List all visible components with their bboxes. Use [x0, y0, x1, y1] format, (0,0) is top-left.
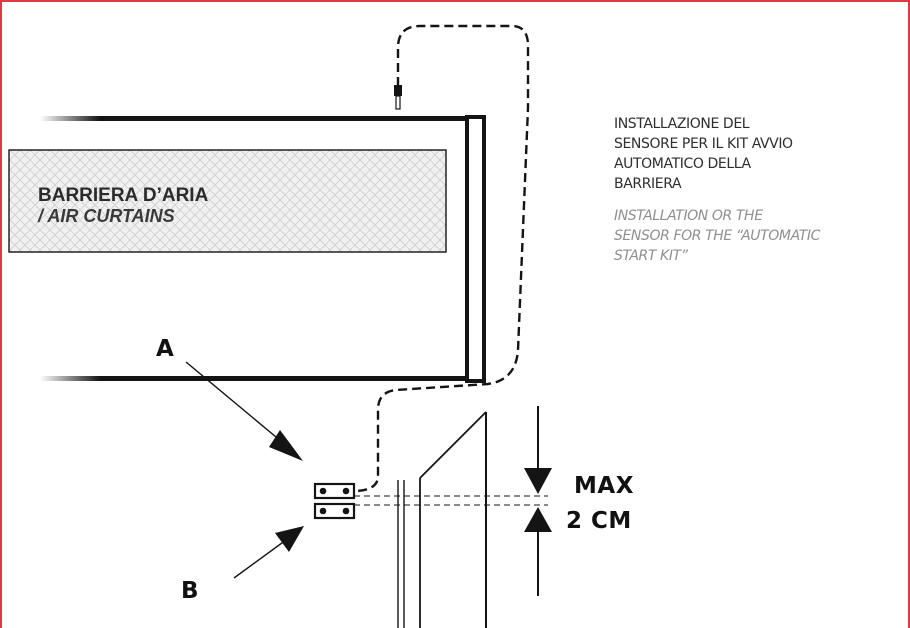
air-curtain-label-it: BARRIERA D’ARIA	[38, 185, 209, 206]
caption-english: INSTALLATION OR THE SENSOR FOR THE “AUTO…	[614, 206, 884, 266]
door-frame	[50, 411, 487, 628]
gap-reference-lines	[354, 495, 548, 506]
sensor-plug	[394, 85, 402, 110]
caption-italian-line: INSTALLAZIONE DEL	[614, 116, 750, 132]
label-part-a: A	[156, 336, 174, 362]
sensor-part-a	[313, 482, 356, 500]
dimension-max-label: MAX	[574, 473, 634, 499]
air-curtain-label-en: / AIR CURTAINS	[38, 206, 175, 226]
leader-arrow-a	[185, 361, 303, 461]
air-curtain-hatch-panel	[8, 149, 447, 253]
label-part-b: B	[181, 578, 199, 604]
caption-italian-line: AUTOMATICO DELLA	[614, 156, 751, 172]
air-curtain-end-cap	[465, 115, 486, 383]
caption-italian-line: SENSORE PER IL KIT AVVIO	[614, 136, 793, 152]
dimension-value-label: 2 CM	[566, 508, 632, 534]
sensor-part-b	[313, 502, 356, 520]
leader-arrow-b	[233, 526, 304, 579]
caption-english-line: INSTALLATION OR THE	[614, 208, 763, 224]
dimension-marker	[524, 406, 552, 596]
caption-italian-line: BARRIERA	[614, 176, 682, 192]
caption-english-line: START KIT”	[614, 248, 688, 264]
air-curtain-top-edge	[40, 116, 468, 121]
caption-english-line: SENSOR FOR THE “AUTOMATIC	[614, 228, 820, 244]
sensor-cable	[355, 24, 530, 493]
caption-italian: INSTALLAZIONE DEL SENSORE PER IL KIT AVV…	[614, 114, 884, 194]
air-curtain-unit	[8, 115, 486, 383]
air-curtain-bottom-edge	[40, 376, 468, 381]
